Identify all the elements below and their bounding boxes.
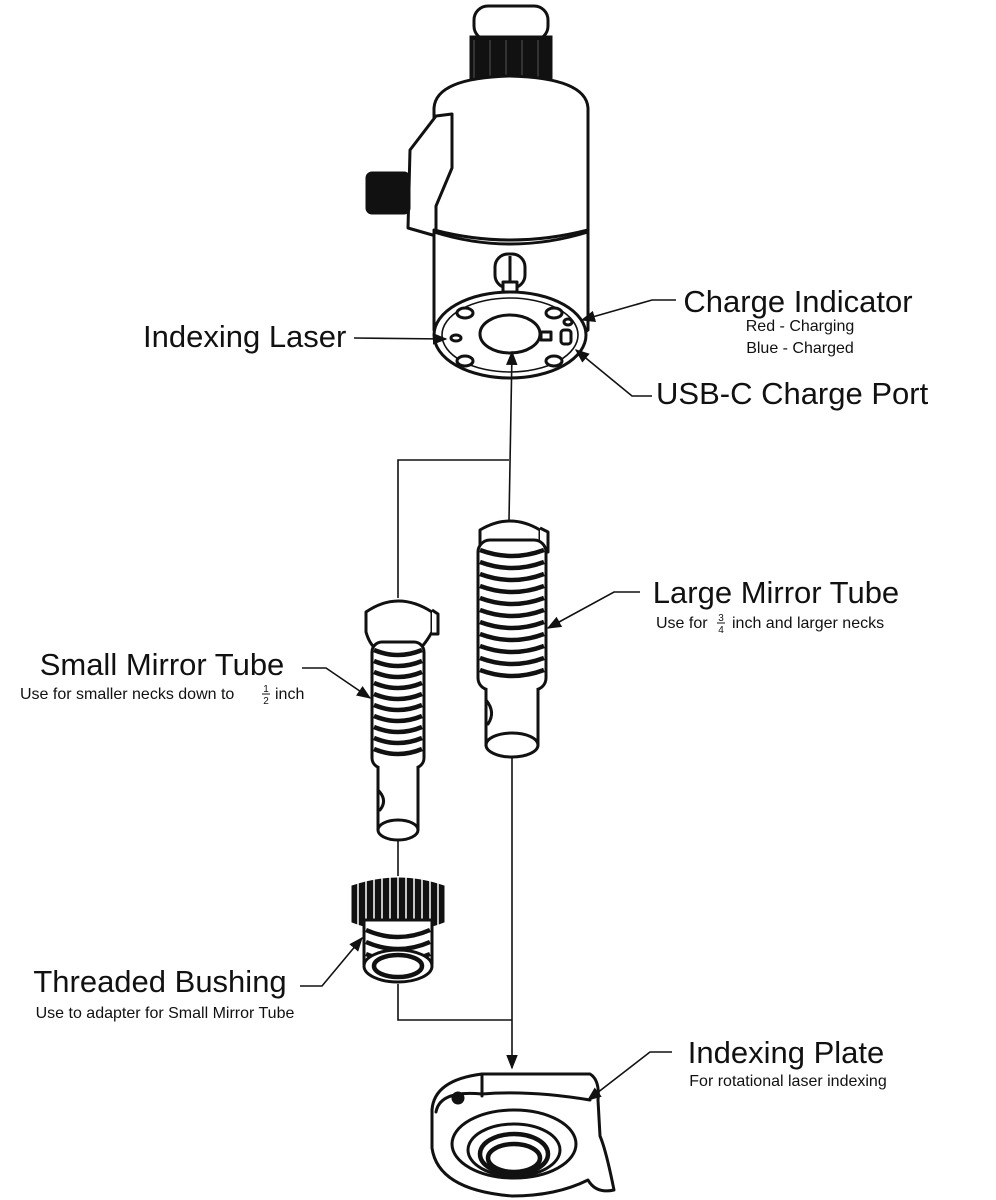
large-mirror-tube-title: Large Mirror Tube [653, 575, 899, 610]
leader-lines [300, 299, 676, 1101]
charge-indicator-leader [580, 299, 676, 322]
small-mirror-tube [364, 599, 440, 842]
large-mirror-tube-label: Large Mirror Tube Use for 3 4 inch and l… [653, 575, 899, 636]
indexing-plate-label: Indexing Plate For rotational laser inde… [688, 1035, 887, 1090]
indexing-laser-leader [353, 333, 448, 345]
usb-c-leader [574, 349, 652, 397]
small-mirror-tube-title: Small Mirror Tube [40, 647, 285, 682]
small-tube-fraction-denominator: 2 [263, 696, 269, 707]
threaded-bushing-note: Use to adapter for Small Mirror Tube [36, 1005, 295, 1022]
large-tube-fraction-numerator: 3 [718, 613, 724, 624]
upper-housing [432, 74, 590, 230]
center-bore [478, 313, 542, 355]
side-clip [406, 112, 454, 238]
bushing-to-plate-line [397, 984, 512, 1021]
small-tube-note-before: Use for smaller necks down to [20, 686, 234, 703]
small-tube-fraction-numerator: 1 [263, 684, 269, 695]
small-tube-note-after: inch [275, 686, 304, 703]
charge-indicator-red: Red - Charging [746, 318, 855, 335]
large-tube-note-after: inch and larger necks [732, 615, 884, 632]
large-tube-to-body-line [506, 350, 518, 521]
threaded-bushing [351, 874, 445, 984]
small-tube-to-body-line [397, 459, 509, 598]
side-button [365, 171, 411, 215]
indexing-plate-title: Indexing Plate [688, 1035, 884, 1070]
large-mirror-tube [476, 519, 550, 759]
large-tube-note-before: Use for [656, 615, 708, 632]
indexing-laser-title: Indexing Laser [143, 319, 346, 354]
charge-indicator-blue: Blue - Charged [746, 340, 854, 357]
indexing-plate-note: For rotational laser indexing [689, 1073, 886, 1090]
small-tube-leader [302, 667, 372, 699]
bushing-leader [300, 936, 363, 987]
laser-body [365, 4, 590, 380]
thumb-screw [493, 252, 527, 294]
threaded-bushing-label: Threaded Bushing Use to adapter for Smal… [33, 964, 294, 1022]
charge-indicator-led [562, 317, 574, 327]
indexing-laser-aperture [449, 333, 463, 343]
indexing-plate [430, 1072, 616, 1198]
indexing-plate-leader [586, 1051, 672, 1101]
assembly-lines [397, 350, 518, 1070]
usb-c-port-title: USB-C Charge Port [656, 376, 929, 411]
usb-c-port [559, 328, 573, 346]
small-mirror-tube-label: Small Mirror Tube Use for smaller necks … [20, 647, 304, 707]
large-tube-leader [546, 591, 640, 629]
charge-indicator-label: Charge Indicator Red - Charging Blue - C… [683, 284, 912, 357]
charge-indicator-title: Charge Indicator [683, 284, 912, 319]
top-knob [469, 4, 553, 81]
threaded-bushing-title: Threaded Bushing [33, 964, 286, 999]
large-tube-fraction-denominator: 4 [718, 625, 724, 636]
